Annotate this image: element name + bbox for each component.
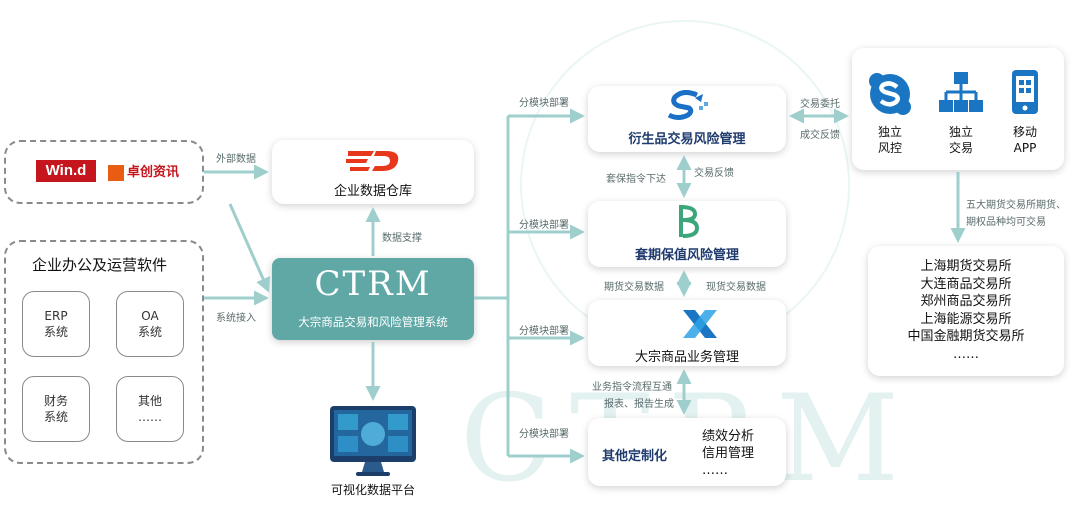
finance-system: 财务系统 <box>22 376 90 442</box>
risk-l2: 风控 <box>877 141 902 155</box>
exchange-shfe: 上海期货交易所 <box>920 259 1012 274</box>
finance-l1: 财务 <box>43 394 68 408</box>
visualization-title: 可视化数据平台 <box>330 483 415 497</box>
oa-l2: 系统 <box>137 325 162 339</box>
exchanges-list: 上海期货交易所 大连商品交易所 郑州商品交易所 上海能源交易所 中国金融期货交易… <box>868 258 1064 363</box>
exchanges-box <box>868 246 1064 376</box>
network-trade-icon <box>939 72 983 112</box>
data-warehouse-icon <box>346 151 399 171</box>
exchange-more: …… <box>953 346 979 362</box>
label-trade-feedback: 交易反馈 <box>694 168 734 179</box>
label-deploy-2: 分模块部署 <box>519 220 569 231</box>
ctrm-subtitle: 大宗商品交易和风险管理系统 <box>298 315 448 329</box>
skype-risk-icon <box>869 73 911 115</box>
zhuochuang-logo: 卓创资讯 <box>108 161 179 181</box>
other-item-performance: 绩效分析 <box>702 429 755 444</box>
app-l2: APP <box>1013 141 1037 155</box>
independent-risk-label: 独立风控 <box>860 124 920 156</box>
arrow-sources-to-ctrm <box>228 203 271 293</box>
label-spot-data: 现货交易数据 <box>706 282 766 293</box>
hedging-icon <box>679 205 700 238</box>
label-biz-flow: 业务指令流程互通 <box>592 382 672 393</box>
mobile-app-label: 移动 APP <box>995 124 1055 156</box>
label-five-exchanges-2: 期权品种均可交易 <box>966 217 1046 228</box>
data-warehouse-title: 企业数据仓库 <box>333 184 412 199</box>
label-hedge-order: 套保指令下达 <box>606 174 666 185</box>
label-deploy-3: 分模块部署 <box>519 326 569 337</box>
other-custom-title: 其他定制化 <box>602 449 668 464</box>
other-system: 其他 …… <box>116 376 184 442</box>
monitor-icon <box>330 406 416 476</box>
trade-l1: 独立 <box>948 125 973 139</box>
trade-l2: 交易 <box>948 141 973 155</box>
exchange-ine: 上海能源交易所 <box>920 311 1012 327</box>
other-custom-module[interactable] <box>588 418 786 486</box>
other-item-more: …… <box>702 463 728 478</box>
ctrm-logo: CTRM <box>314 264 432 304</box>
label-futures-data: 期货交易数据 <box>604 282 664 293</box>
label-trade-commission: 交易委托 <box>800 99 840 110</box>
label-system-access: 系统接入 <box>216 313 256 324</box>
label-deploy-1: 分模块部署 <box>519 98 569 109</box>
wind-logo: Win.d <box>36 160 96 182</box>
label-deal-feedback: 成交反馈 <box>800 130 840 141</box>
risk-l1: 独立 <box>877 125 902 139</box>
label-external-data: 外部数据 <box>216 154 256 165</box>
commodity-title: 大宗商品业务管理 <box>634 350 739 365</box>
derivatives-module[interactable] <box>588 86 786 152</box>
commodity-icon <box>683 310 717 338</box>
erp-system: ERP 系统 <box>22 291 90 357</box>
oa-system: OA 系统 <box>116 291 184 357</box>
erp-l2: 系统 <box>43 325 68 339</box>
independent-trade-label: 独立交易 <box>931 124 991 156</box>
zhuochuang-label: 卓创资讯 <box>127 165 180 180</box>
other-custom-list: 绩效分析 信用管理 …… <box>702 428 754 479</box>
mobile-app-icon <box>1012 70 1038 114</box>
other-item-credit: 信用管理 <box>702 446 755 461</box>
ctrm-branch-trunk <box>474 116 510 456</box>
finance-l2: 系统 <box>43 410 68 424</box>
exchange-cffex: 中国金融期货交易所 <box>907 329 1025 344</box>
office-title: 企业办公及运营软件 <box>32 256 168 274</box>
app-l1: 移动 <box>1012 125 1037 139</box>
label-data-support: 数据支撑 <box>382 233 422 244</box>
label-deploy-4: 分模块部署 <box>519 429 569 440</box>
other-l2: …… <box>138 410 162 424</box>
label-five-exchanges-1: 五大期货交易所期货、 <box>966 200 1066 211</box>
erp-l1: ERP <box>44 309 68 323</box>
derivatives-title: 衍生品交易风险管理 <box>628 132 746 147</box>
exchange-dce: 大连商品交易所 <box>920 276 1012 292</box>
derivatives-icon <box>667 90 708 120</box>
label-report-gen: 报表、报告生成 <box>604 399 674 410</box>
hedging-title: 套期保值风险管理 <box>634 248 739 263</box>
data-warehouse-box <box>272 140 474 204</box>
ctrm-core-box[interactable]: CTRM 大宗商品交易和风险管理系统 <box>272 258 474 340</box>
zhuochuang-icon <box>108 164 124 181</box>
other-l1: 其他 <box>137 394 162 408</box>
exchange-czce: 郑州商品交易所 <box>920 294 1012 309</box>
oa-l1: OA <box>141 309 159 323</box>
